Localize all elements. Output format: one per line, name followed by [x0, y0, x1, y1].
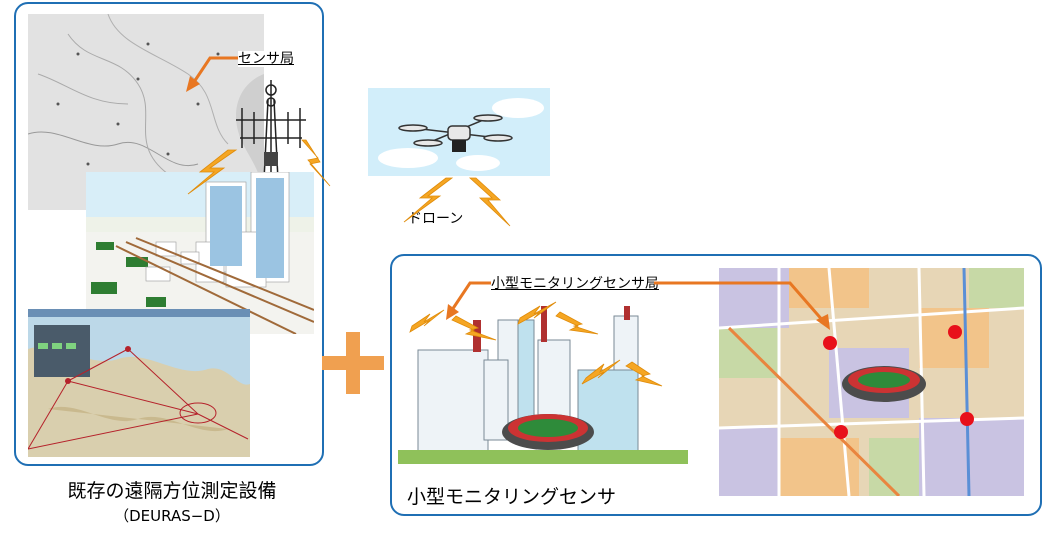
- buildings-stadium-image: [398, 300, 688, 470]
- city-map-image: [719, 268, 1024, 496]
- antenna-tower-icon: [228, 80, 314, 180]
- sensor-station-label: センサ局: [238, 51, 294, 67]
- drone-image: [368, 88, 550, 176]
- small-monitoring-station-label: 小型モニタリングセンサ局: [491, 276, 659, 292]
- existing-equipment-title: 既存の遠隔方位測定設備: [67, 480, 277, 502]
- city-3d-image: [86, 172, 314, 334]
- direction-finding-software-image: [28, 309, 250, 457]
- plus-symbol: +: [322, 332, 384, 394]
- small-monitoring-sensor-title: 小型モニタリングセンサ: [407, 486, 617, 508]
- existing-equipment-code: （DEURAS−D）: [114, 507, 230, 525]
- drone-label: ドローン: [408, 211, 464, 227]
